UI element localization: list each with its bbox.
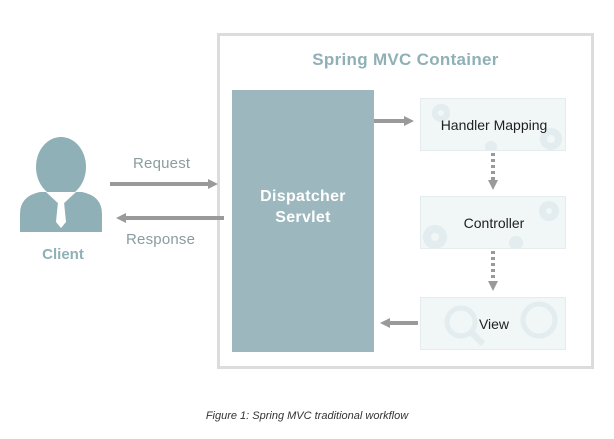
dispatcher-line-1: Dispatcher (260, 188, 346, 205)
gear-icon (423, 201, 559, 248)
controller-box: Controller (420, 196, 566, 249)
controller-label: Controller (463, 215, 525, 231)
figure-caption: Figure 1: Spring MVC traditional workflo… (205, 410, 409, 422)
container-title: Spring MVC Container (312, 50, 499, 69)
dispatcher-servlet-label: Dispatcher Servlet (232, 186, 374, 228)
handler-mapping-label: Handler Mapping (440, 117, 548, 133)
dispatcher-servlet-box (232, 90, 374, 352)
response-label: Response (126, 231, 196, 248)
magnifier-icon (444, 301, 558, 347)
dispatcher-line-2: Servlet (275, 209, 331, 226)
client-label: Client (42, 246, 84, 263)
gear-icon (432, 104, 562, 150)
view-box: View (420, 297, 566, 350)
person-with-tie-icon (20, 137, 102, 232)
handler-mapping-box: Handler Mapping (420, 98, 566, 151)
view-label: View (478, 316, 510, 332)
request-label: Request (133, 155, 191, 172)
